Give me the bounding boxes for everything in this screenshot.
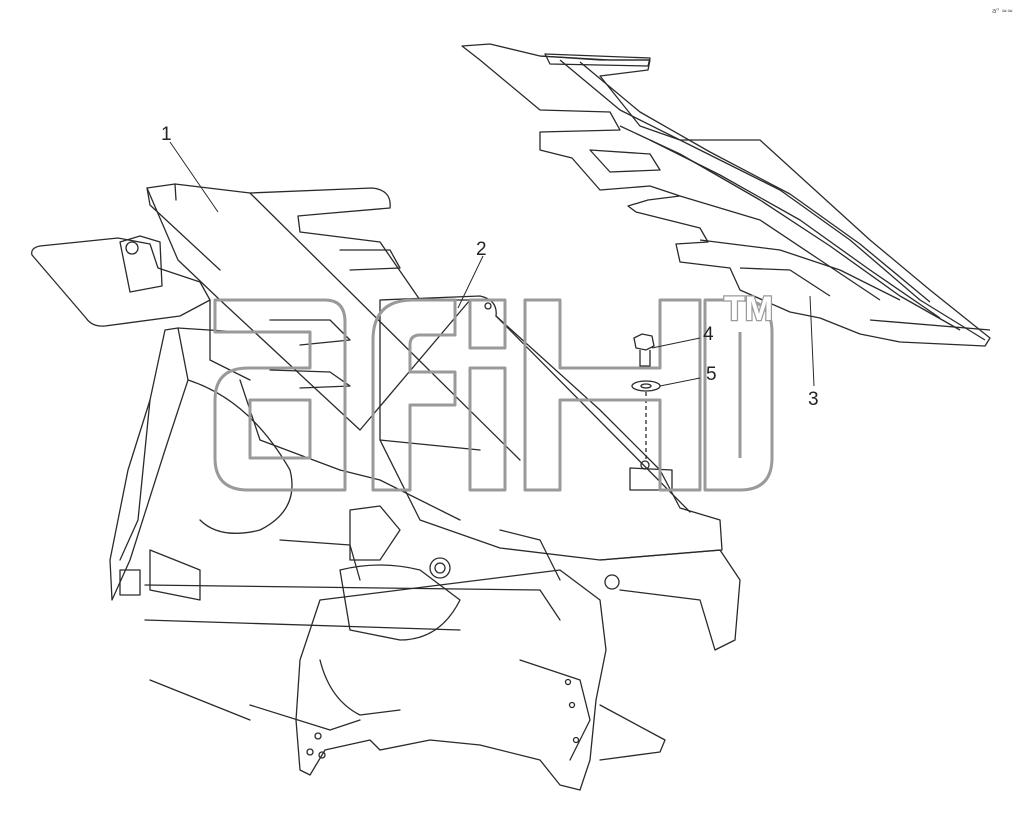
washer-outer — [631, 380, 661, 392]
watermark-trademark: TM — [724, 290, 773, 328]
callout-2: 2 — [476, 239, 487, 260]
leader-1 — [169, 141, 219, 213]
watermark-afgp — [213, 298, 774, 492]
frame-assembly — [31, 183, 741, 791]
leader-4 — [651, 337, 701, 349]
leader-lines — [169, 141, 815, 387]
callout-5: 5 — [706, 364, 717, 385]
leader-3 — [809, 295, 815, 387]
callout-1: 1 — [161, 124, 172, 145]
bolt-shank — [639, 350, 651, 367]
corner-mark: a⁰ ≈≈ — [992, 7, 1013, 15]
part-3-plate — [461, 43, 991, 347]
bolt-and-washer — [631, 333, 661, 462]
washer-inner — [640, 383, 652, 389]
callout-3: 3 — [808, 389, 819, 410]
leader-2 — [457, 255, 484, 309]
bolt-head — [633, 333, 655, 351]
callout-4: 4 — [703, 324, 714, 345]
leader-5 — [659, 377, 701, 387]
